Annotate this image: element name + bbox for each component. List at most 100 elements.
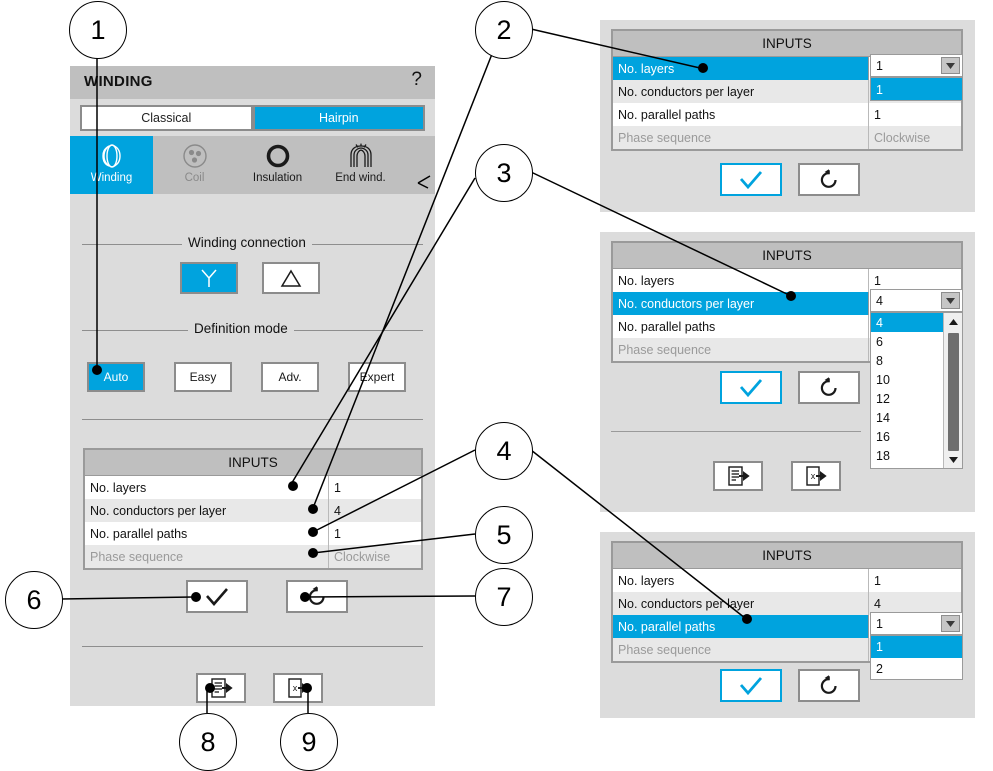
dropdown-option[interactable]: 6 [876,334,883,349]
dropdown-option[interactable]: 2 [876,662,883,676]
reset-icon [820,376,837,396]
side-3-confirm-button[interactable] [720,669,782,702]
tab-insulation[interactable]: Insulation [236,136,319,194]
inputs-row-value[interactable]: 4 [328,499,421,522]
side-2-export-report-button[interactable] [713,461,763,491]
winding-connection-wye[interactable] [180,262,238,294]
export-excel-icon: x [806,466,827,486]
dropdown-option[interactable]: 14 [876,410,890,425]
section-divider-2 [82,646,423,647]
callout-number: 5 [496,519,512,550]
side-3-dropdown-list[interactable]: 1 2 [870,635,963,680]
inputs-row-label: No. parallel paths [90,526,188,541]
winding-connection-delta[interactable] [262,262,320,294]
table-row[interactable]: No. parallel paths 1 [613,103,961,126]
inputs-row-value[interactable]: 1 [328,476,421,499]
side-1-confirm-button[interactable] [720,163,782,196]
table-row[interactable]: No. parallel paths [613,315,961,338]
definition-mode-expert-label: Expert [359,370,395,384]
winding-type-classical-label: Classical [141,111,192,125]
side-1-dropdown-field[interactable]: 1 [870,54,963,77]
dropdown-option[interactable]: 4 [871,313,943,332]
side-3-inputs-header: INPUTS [613,543,961,569]
inputs-row-value[interactable]: 1 [868,269,961,292]
chevron-down-icon[interactable] [941,57,960,74]
scroll-down-icon[interactable] [944,451,962,468]
dropdown-option[interactable]: 12 [876,391,890,406]
callout-number: 6 [26,584,42,615]
table-row[interactable]: No. parallel paths 1 [85,522,421,545]
side-2-dropdown-field[interactable]: 4 [870,289,963,312]
callout-6: 6 [5,571,63,629]
tab-end-winding-label: End wind. [335,172,386,184]
definition-mode-easy-label: Easy [189,370,217,384]
confirm-button[interactable] [186,580,248,613]
definition-mode-auto[interactable]: Auto [87,362,145,392]
check-icon [739,676,763,695]
side-2-reset-button[interactable] [798,371,860,404]
inputs-row-label: No. conductors per layer [618,596,755,611]
table-row[interactable]: No. layers 1 [613,569,961,592]
inputs-row-value[interactable]: 1 [868,569,961,592]
side-panel-2: INPUTS No. layers 1 No. conductors per l… [600,232,975,512]
inputs-row-label: No. layers [618,61,675,76]
inputs-row-value: Clockwise [328,545,421,568]
dropdown-option[interactable]: 10 [876,372,890,387]
side-1-dropdown-list[interactable]: 1 [870,77,963,101]
side-2-dropdown-value: 4 [876,293,883,308]
definition-mode-expert[interactable]: Expert [348,362,406,392]
inputs-row-label: No. parallel paths [618,319,716,334]
winding-type-classical[interactable]: Classical [80,105,253,131]
callout-number: 9 [301,726,317,757]
dropdown-option[interactable]: 8 [876,353,883,368]
dropdown-scrollbar[interactable] [943,313,962,468]
inputs-row-value[interactable] [868,80,961,103]
table-row[interactable]: No. layers 1 [85,476,421,499]
reset-icon [820,674,837,694]
inputs-row-label: No. conductors per layer [90,503,227,518]
export-report-button[interactable] [196,673,246,703]
chevron-down-icon[interactable] [941,615,960,632]
inputs-row-label: No. parallel paths [618,619,716,634]
side-2-confirm-button[interactable] [720,371,782,404]
scroll-up-icon[interactable] [944,313,962,330]
inputs-row-value[interactable]: 4 [868,592,961,615]
winding-type-hairpin-label: Hairpin [318,111,359,125]
callout-7: 7 [475,568,533,626]
dropdown-option[interactable]: 18 [876,448,890,463]
tab-end-winding[interactable]: End wind. [319,136,402,194]
tab-winding[interactable]: Winding [70,136,153,194]
section-divider-1 [82,419,423,420]
callout-1: 1 [69,1,127,59]
dropdown-option[interactable]: 1 [871,78,962,100]
inputs-row-value[interactable]: 1 [868,103,961,126]
inputs-row-value[interactable] [868,315,961,338]
table-row[interactable]: No. conductors per layer 4 [85,499,421,522]
side-1-reset-button[interactable] [798,163,860,196]
side-3-reset-button[interactable] [798,669,860,702]
winding-type-hairpin[interactable]: Hairpin [252,105,425,131]
side-2-dropdown-list[interactable]: 4 6 8 10 12 14 16 18 [870,312,963,469]
dropdown-option[interactable]: 1 [871,636,962,658]
side-3-dropdown-field[interactable]: 1 [870,612,963,635]
dropdown-option[interactable]: 16 [876,429,890,444]
check-icon [739,170,763,189]
help-icon[interactable]: ? [411,69,422,90]
inputs-row-label: No. conductors per layer [618,84,755,99]
export-excel-button[interactable]: x [273,673,323,703]
definition-mode-adv[interactable]: Adv. [261,362,319,392]
reset-icon [308,585,325,605]
tab-coil[interactable]: Coil [153,136,236,194]
side-2-inputs-header: INPUTS [613,243,961,269]
winding-titlebar: WINDING ? [70,66,435,99]
definition-mode-easy[interactable]: Easy [174,362,232,392]
callout-number: 4 [496,435,512,466]
scrollbar-thumb[interactable] [948,333,959,451]
callout-5: 5 [475,506,533,564]
svg-text:x: x [293,683,298,693]
reset-button[interactable] [286,580,348,613]
chevron-down-icon[interactable] [941,292,960,309]
callout-3: 3 [475,144,533,202]
side-2-export-excel-button[interactable]: x [791,461,841,491]
inputs-row-value[interactable]: 1 [328,522,421,545]
